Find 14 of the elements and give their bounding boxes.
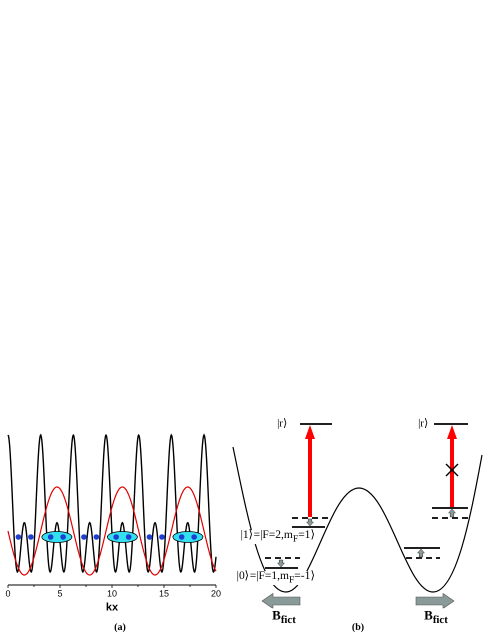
tick-label: 10 [106, 590, 118, 598]
state-label: |0⟩=|F=1,m$_{F}$=-1⟩ [236, 571, 316, 585]
panel-label: (b) [350, 623, 366, 633]
field-label: B$_{fict}$ [271, 608, 297, 626]
field-label: B$_{fict}$ [423, 608, 449, 626]
tick-label: 5 [56, 590, 64, 598]
tick-label: 0 [4, 590, 12, 598]
state-label: |1⟩=|F=2,m$_{F}$=1⟩ [240, 530, 316, 544]
tick-label: 20 [210, 590, 222, 598]
panel-label: (a) [113, 623, 127, 633]
axis-title: kx [104, 602, 120, 614]
state-label: |r⟩ [276, 418, 288, 430]
tick-label: 15 [158, 590, 170, 598]
state-label: |r⟩ [417, 418, 429, 430]
